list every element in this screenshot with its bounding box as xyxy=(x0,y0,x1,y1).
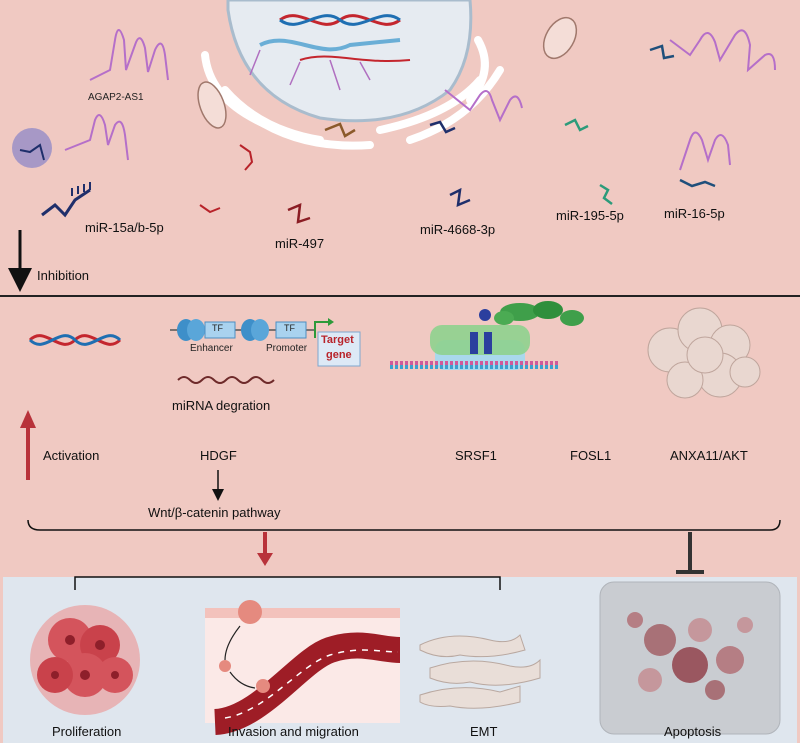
target-gene-box xyxy=(317,331,361,367)
endoplasmic-reticulum-icon xyxy=(201,36,504,150)
nucleosome-icon-2 xyxy=(241,319,269,341)
label-mirna-degradation: miRNA degration xyxy=(172,398,271,413)
lncrna-agap2-as1-icon xyxy=(89,29,169,81)
lncrna-left-icon xyxy=(64,114,129,161)
mitochondrion-icon-right xyxy=(542,16,578,60)
label-mir-497: miR-497 xyxy=(275,236,325,251)
nucleus xyxy=(226,0,473,123)
anxa11-akt-protein-icon xyxy=(647,307,761,399)
label-agap2-as1: AGAP2-AS1 xyxy=(88,92,144,103)
label-mir-195: miR-195-5p xyxy=(556,208,624,223)
lncrna-right-icon xyxy=(679,131,731,171)
mir-4668-icon xyxy=(429,120,471,207)
tf-box-1 xyxy=(204,321,236,339)
label-srsf1: SRSF1 xyxy=(455,448,497,463)
invasion-migration-icon xyxy=(205,600,401,735)
apoptosis-icon xyxy=(599,581,781,735)
mir-195-icon xyxy=(564,118,613,205)
outcomes-bracket xyxy=(74,576,501,590)
label-proliferation: Proliferation xyxy=(52,724,122,739)
label-mir-4668: miR-4668-3p xyxy=(420,222,496,237)
mir-small-red-icon xyxy=(199,144,254,214)
label-emt: EMT xyxy=(470,724,498,739)
lncrna-topright-icon xyxy=(669,29,776,73)
nucleosome-icon-1 xyxy=(177,319,205,341)
label-activation: Activation xyxy=(43,448,100,463)
label-mir-15: miR-15a/b-5p xyxy=(85,220,164,235)
label-anxa11-akt: ANXA11/AKT xyxy=(670,448,748,463)
label-mir-16: miR-16-5p xyxy=(664,206,725,221)
label-inhibition: Inhibition xyxy=(37,268,90,283)
tf-box-2 xyxy=(275,321,307,339)
label-wnt: Wnt/β-catenin pathway xyxy=(148,505,281,520)
label-fosl1: FOSL1 xyxy=(570,448,612,463)
lncrna-center-icon xyxy=(444,89,523,123)
dna-icon-left xyxy=(28,334,122,346)
emt-cells-icon xyxy=(419,634,541,709)
mir-497-icon xyxy=(287,203,311,224)
mir-16-icon xyxy=(649,44,716,188)
label-target-2: gene xyxy=(326,349,352,361)
target-bracket xyxy=(27,519,781,531)
exosome-icon xyxy=(12,128,52,168)
label-tf-1: TF xyxy=(212,323,223,333)
transcription-schematic xyxy=(170,318,361,367)
mirna-degradation-wave xyxy=(177,376,275,384)
label-target-1: Target xyxy=(321,334,354,346)
dna-helix-icon xyxy=(249,14,411,91)
proliferation-tumor-icon xyxy=(30,605,140,715)
promoter-arrow xyxy=(314,321,330,338)
label-apoptosis: Apoptosis xyxy=(664,724,722,739)
mitochondrion-icon-left xyxy=(197,81,227,129)
label-promoter: Promoter xyxy=(266,343,308,354)
srsf1-spliceosome-icon xyxy=(390,301,584,370)
label-tf-2: TF xyxy=(284,323,295,333)
label-invasion: Invasion and migration xyxy=(228,724,359,739)
label-hdgf: HDGF xyxy=(200,448,237,463)
mir-15-icon xyxy=(41,182,91,218)
mir-brown-icon xyxy=(324,122,356,138)
label-enhancer: Enhancer xyxy=(190,343,233,354)
